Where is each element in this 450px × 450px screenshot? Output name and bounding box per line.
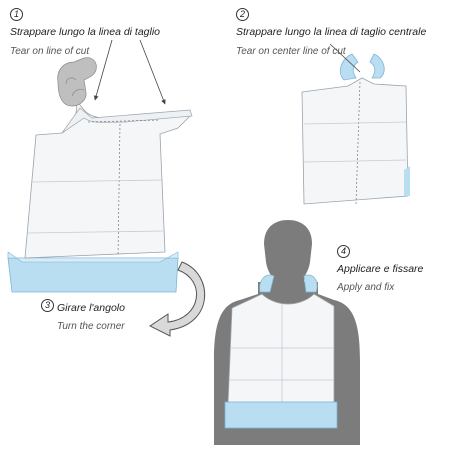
step-subtitle: Turn the corner (57, 321, 125, 333)
panel-line (303, 159, 407, 163)
pointer-arrow-icon (329, 43, 361, 73)
step2-illustration (301, 43, 410, 205)
step-3-caption: 3 Girare l'angolo Turn the corner (41, 298, 125, 335)
panel-line (27, 230, 165, 234)
collar-tab-left (259, 274, 275, 293)
hand-icon (57, 57, 97, 107)
step-number: 2 (236, 8, 249, 21)
worn-bib-pocket (224, 401, 338, 429)
step-title: Strappare lungo la linea di taglio (10, 26, 161, 39)
pocket-edge (404, 166, 410, 196)
torn-strip (61, 107, 193, 134)
panel-line (31, 179, 164, 183)
step-number: 1 (10, 8, 23, 21)
right-tab (369, 53, 385, 79)
pointer-arrow-icon (139, 39, 166, 105)
left-tab (339, 53, 359, 81)
step1-illustration (7, 39, 193, 293)
bib-pocket-fold (7, 251, 179, 263)
worn-bib (227, 293, 335, 405)
step-title: Strappare lungo la linea di taglio centr… (236, 26, 427, 39)
person-neck (272, 276, 304, 300)
pointer-arrow-icon (93, 39, 113, 101)
step-1-caption: 1 Strappare lungo la linea di taglio Tea… (10, 4, 160, 59)
step-title: Girare l'angolo (57, 302, 125, 314)
bib-pocket (7, 257, 179, 293)
step4-illustration (214, 220, 360, 445)
bib-sheet (24, 98, 192, 259)
person-head (264, 220, 312, 286)
tear-line (87, 119, 161, 123)
bib-sheet-2 (301, 77, 409, 205)
collar-tab-right (303, 274, 318, 293)
step-2-caption: 2 Strappare lungo la linea di taglio cen… (236, 4, 426, 59)
center-tear-line (355, 81, 361, 205)
step-number: 4 (337, 245, 350, 258)
step-subtitle: Apply and fix (337, 282, 395, 294)
step-title: Applicare e fissare (337, 263, 424, 275)
panel-line (303, 121, 407, 125)
step-number: 3 (41, 299, 54, 312)
step-subtitle: Tear on center line of cut (236, 45, 346, 57)
rotate-arrow-icon (149, 261, 205, 337)
step-4-caption: 4 Applicare e fissare Apply and fix (337, 245, 423, 296)
step-subtitle: Tear on line of cut (10, 45, 90, 57)
